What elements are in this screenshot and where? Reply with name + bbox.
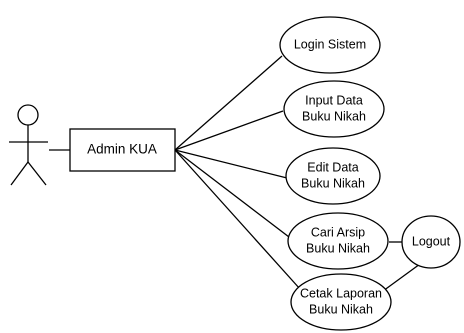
actor-head: [17, 104, 39, 126]
line-admin-to-input: [174, 110, 284, 151]
use-case-logout-line1: Logout: [412, 234, 451, 248]
use-case-cetak: Cetak Laporan Buku Nikah: [290, 273, 392, 331]
use-case-input-line1: Input Data: [305, 93, 363, 107]
actor-left-leg: [10, 161, 29, 186]
use-case-input-line2: Buku Nikah: [302, 109, 366, 123]
use-case-cetak-line1: Cetak Laporan: [300, 286, 382, 300]
stick-figure-icon: [9, 104, 48, 186]
line-admin-to-cetak: [174, 149, 301, 290]
line-admin-to-login: [174, 55, 283, 151]
use-case-cetak-ellipse: [290, 273, 392, 331]
use-case-edit-line1: Edit Data: [307, 160, 358, 174]
use-case-cetak-line2: Buku Nikah: [309, 302, 373, 316]
actor-right-leg: [27, 161, 47, 186]
actor-label: Admin KUA: [87, 142, 157, 157]
actor-box: Admin KUA: [69, 128, 176, 172]
use-case-input-ellipse: [283, 80, 385, 138]
use-case-login-ellipse: [279, 16, 381, 74]
use-case-edit-ellipse: [285, 147, 381, 205]
use-case-cari-line1: Cari Arsip: [311, 225, 365, 239]
use-case-login-line1: Login Sistem: [294, 37, 366, 51]
use-case-logout-ellipse: [401, 215, 461, 269]
line-admin-to-cari: [174, 149, 290, 238]
use-case-login: Login Sistem: [279, 16, 381, 74]
use-case-cari: Cari Arsip Buku Nikah: [287, 212, 389, 270]
use-case-edit-line2: Buku Nikah: [301, 176, 365, 190]
use-case-cari-ellipse: [287, 212, 389, 270]
line-admin-to-edit: [174, 149, 288, 179]
actor-box-frame: [69, 128, 176, 172]
use-case-input: Input Data Buku Nikah: [283, 80, 385, 138]
use-case-edit: Edit Data Buku Nikah: [285, 147, 381, 205]
use-case-cari-line2: Buku Nikah: [306, 241, 370, 255]
use-case-logout: Logout: [401, 215, 461, 269]
association-lines: [49, 55, 421, 292]
line-cetak-to-logout: [382, 263, 421, 292]
